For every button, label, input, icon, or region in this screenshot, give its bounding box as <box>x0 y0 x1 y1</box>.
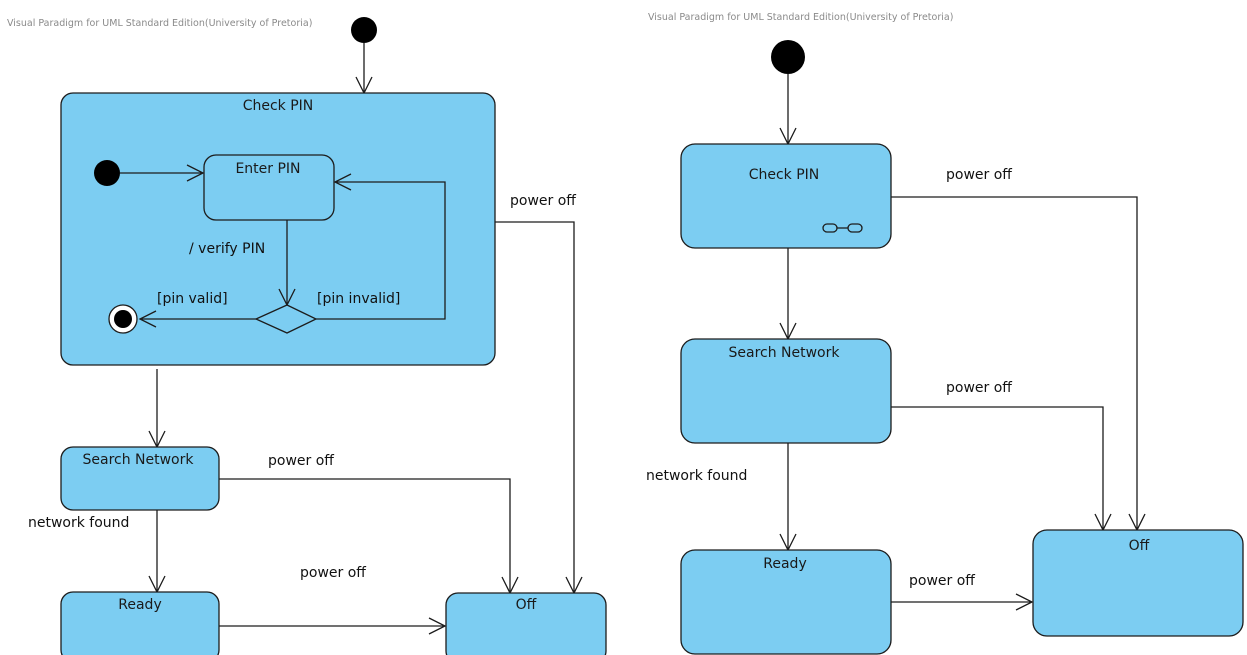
transition-power-off-check-pin <box>891 196 1138 530</box>
initial-node <box>771 40 805 74</box>
label-power-off-3: power off <box>300 565 366 581</box>
state-check-pin[interactable] <box>680 143 892 249</box>
watermark-left: Visual Paradigm for UML Standard Edition… <box>7 18 312 29</box>
arrow-head <box>428 617 447 635</box>
arrow-head <box>1015 593 1034 611</box>
state-enter-pin[interactable] <box>203 154 335 221</box>
label-power-off-1: power off <box>510 193 576 209</box>
transition-power-off-search <box>219 478 511 593</box>
transition-power-off-search <box>891 406 1104 530</box>
label-network-found: network found <box>646 468 747 484</box>
arrow-head <box>186 164 205 182</box>
transition-power-off-check-pin <box>495 221 575 593</box>
state-search-network-label: Search Network <box>82 452 194 468</box>
state-off-label: Off <box>516 597 537 613</box>
initial-node <box>351 17 377 43</box>
left-diagram: Visual Paradigm for UML Standard Edition… <box>7 17 607 655</box>
state-enter-pin-label: Enter PIN <box>235 161 300 177</box>
arrow-head <box>138 310 157 328</box>
watermark-right: Visual Paradigm for UML Standard Edition… <box>648 12 953 23</box>
composite-state-icon <box>822 223 863 233</box>
transition-pin-invalid <box>316 181 446 320</box>
state-off[interactable] <box>1032 529 1244 637</box>
label-power-off-3: power off <box>909 573 975 589</box>
label-verify-pin: / verify PIN <box>189 241 265 257</box>
label-power-off-2: power off <box>946 380 1012 396</box>
state-off-label: Off <box>1129 538 1150 554</box>
state-ready-label: Ready <box>118 597 161 613</box>
arrow-head <box>333 173 352 191</box>
final-node-core <box>114 310 132 328</box>
label-network-found: network found <box>28 515 129 531</box>
label-power-off-1: power off <box>946 167 1012 183</box>
label-power-off-2: power off <box>268 453 334 469</box>
label-pin-valid: [pin valid] <box>157 291 228 307</box>
state-ready[interactable] <box>60 591 220 655</box>
state-ready-label: Ready <box>763 556 806 572</box>
decision-node <box>254 304 318 334</box>
label-pin-invalid: [pin invalid] <box>317 291 400 307</box>
state-search-network-label: Search Network <box>728 345 840 361</box>
state-search-network[interactable] <box>680 338 892 444</box>
state-check-pin[interactable] <box>60 92 496 366</box>
state-check-pin-label: Check PIN <box>243 98 314 114</box>
right-diagram: Visual Paradigm for UML Standard Edition… <box>646 12 1244 655</box>
inner-initial-node <box>94 160 120 186</box>
state-off[interactable] <box>445 592 607 655</box>
state-check-pin-label: Check PIN <box>749 167 820 183</box>
